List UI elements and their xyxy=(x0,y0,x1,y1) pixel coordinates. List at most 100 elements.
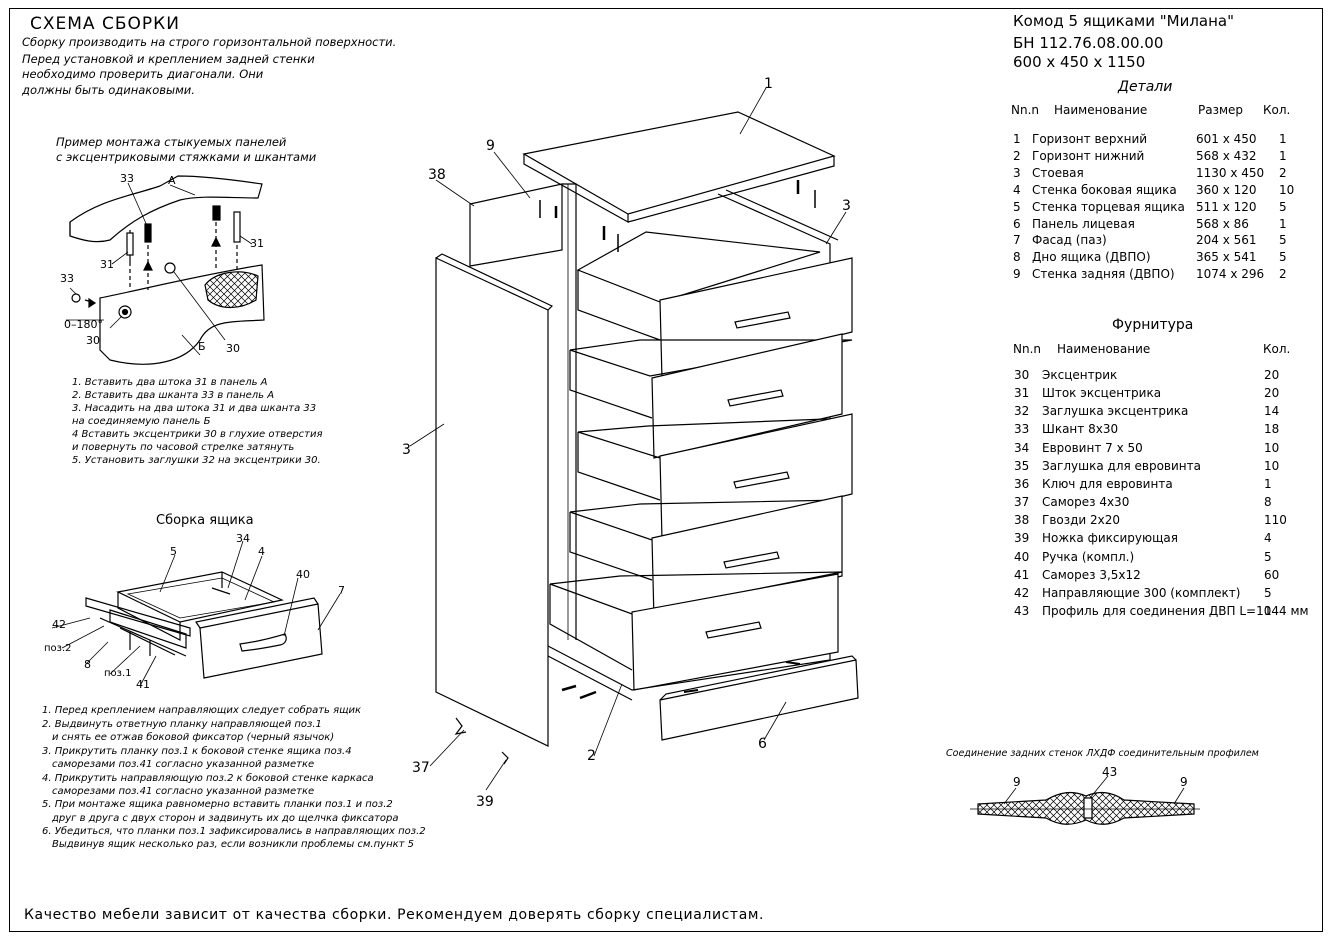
hardware-title: Фурнитура xyxy=(1112,317,1194,333)
label-9: 9 xyxy=(486,138,495,154)
details-cell: 7 xyxy=(1013,233,1021,248)
joint-label-left: 9 xyxy=(1013,775,1021,789)
label-drawer-4: 4 xyxy=(258,545,265,558)
hardware-cell: 40 xyxy=(1014,549,1030,564)
details-cell: 4 xyxy=(1013,182,1021,197)
panel-example-sketch xyxy=(66,175,265,365)
label-drawer-pos1: поз.1 xyxy=(104,668,132,679)
label-drawer-5: 5 xyxy=(170,545,177,558)
details-col-name: Наименование xyxy=(1054,103,1148,117)
details-cell: 1 xyxy=(1279,148,1287,163)
hardware-cell: 110 xyxy=(1264,513,1287,528)
label-33-top: 33 xyxy=(120,172,134,185)
details-col-qty: Кол. xyxy=(1263,103,1291,117)
details-cell: 568 x 432 xyxy=(1196,148,1257,163)
joint-label-right: 9 xyxy=(1180,775,1188,789)
hardware-cell: 38 xyxy=(1014,513,1030,528)
hardware-cell: 8 xyxy=(1264,495,1272,510)
details-cell: 2 xyxy=(1013,148,1021,163)
details-col-num: Nn.n xyxy=(1011,103,1040,117)
details-col-size: Размер xyxy=(1198,103,1244,117)
drawer-step: друг в друга с двух сторон и задвинуть и… xyxy=(52,813,399,824)
details-cell: 5 xyxy=(1279,250,1287,265)
hardware-cell: 39 xyxy=(1014,531,1030,546)
details-cell: Панель лицевая xyxy=(1032,216,1135,231)
drawer-step: саморезами поз.41 согласно указанной раз… xyxy=(52,786,315,797)
hardware-cell: 37 xyxy=(1014,495,1030,510)
label-30-right: 30 xyxy=(226,342,240,355)
hardware-cell: 32 xyxy=(1014,404,1030,419)
label-panel-a: А xyxy=(168,174,176,187)
details-cell: 511 x 120 xyxy=(1196,199,1257,214)
hardware-cell: 20 xyxy=(1264,386,1280,401)
hardware-cell: Заглушка для евровинта xyxy=(1042,458,1201,473)
details-cell: 3 xyxy=(1013,165,1021,180)
product-code: БН 112.76.08.00.00 xyxy=(1013,34,1164,52)
label-2: 2 xyxy=(587,748,596,764)
hardware-cell: 18 xyxy=(1264,422,1280,437)
drawers xyxy=(549,231,853,691)
label-6: 6 xyxy=(758,736,767,752)
label-drawer-42: 42 xyxy=(52,618,66,631)
details-cell: 365 x 541 xyxy=(1196,250,1257,265)
hardware-cell: Шток эксцентрика xyxy=(1042,386,1162,401)
details-title: Детали xyxy=(1118,79,1173,95)
label-drawer-7: 7 xyxy=(338,584,345,597)
label-angle: 0–180° xyxy=(64,318,103,331)
label-37: 37 xyxy=(412,760,430,776)
note-line-3: необходимо проверить диагонали. Они xyxy=(22,67,264,81)
panel-step: и повернуть по часовой стрелке затянуть xyxy=(72,442,295,453)
hardware-cell: 1 xyxy=(1264,603,1272,618)
hardware-cell: Шкант 8x30 xyxy=(1042,422,1119,437)
hardware-cell: 10 xyxy=(1264,440,1280,455)
cabinet-drawing xyxy=(409,87,859,791)
footer-note: Качество мебели зависит от качества сбор… xyxy=(24,907,765,923)
hardware-cell: 43 xyxy=(1014,603,1030,618)
hardware-cell: 30 xyxy=(1014,368,1030,382)
label-1: 1 xyxy=(764,76,773,92)
drawer-step: 2. Выдвинуть ответную планку направляюще… xyxy=(42,719,322,730)
details-cell: Стенка торцевая ящика xyxy=(1032,199,1185,214)
hardware-cell: 31 xyxy=(1014,386,1030,401)
drawer-step: 5. При монтаже ящика равномерно вставить… xyxy=(42,799,393,810)
hardware-cell: 60 xyxy=(1264,567,1280,582)
hardware-cell: Евровинт 7 x 50 xyxy=(1042,440,1143,455)
label-30-left: 30 xyxy=(86,334,100,347)
hardware-cell: 42 xyxy=(1014,585,1030,600)
panel-step: 1. Вставить два штока 31 в панель А xyxy=(72,377,268,388)
joint-caption: Соединение задних стенок ЛХДФ соединител… xyxy=(946,748,1259,759)
label-3-left: 3 xyxy=(402,442,411,458)
label-33-left: 33 xyxy=(60,272,74,285)
hardware-cell: Саморез 4x30 xyxy=(1042,495,1130,510)
hardware-cell: 5 xyxy=(1264,549,1272,564)
details-cell: 1130 x 450 xyxy=(1196,165,1265,180)
details-cell: Стенка боковая ящика xyxy=(1032,182,1177,197)
details-cell: Стенка задняя (ДВПО) xyxy=(1032,267,1175,282)
hardware-col-num: Nn.n xyxy=(1013,342,1042,356)
hardware-cell: 20 xyxy=(1264,368,1280,382)
label-panel-b: Б xyxy=(198,340,206,353)
scheme-title: СХЕМА СБОРКИ xyxy=(30,14,180,34)
joint-detail xyxy=(970,775,1200,825)
hardware-cell: Заглушка эксцентрика xyxy=(1042,404,1189,419)
panel-step: 5. Установить заглушки 32 на эксцентрики… xyxy=(72,455,321,466)
details-cell: 6 xyxy=(1013,216,1021,231)
label-31-left: 31 xyxy=(100,258,114,271)
hardware-cell: Саморез 3,5x12 xyxy=(1042,567,1141,582)
details-cell: Горизонт верхний xyxy=(1032,132,1148,146)
hardware-col-qty: Кол. xyxy=(1263,342,1291,356)
hardware-cell: 4 xyxy=(1264,531,1272,546)
details-cell: 601 x 450 xyxy=(1196,132,1257,146)
details-cell: 1 xyxy=(1279,132,1287,146)
label-drawer-pos2: поз.2 xyxy=(44,643,72,654)
label-drawer-34: 34 xyxy=(236,532,250,545)
hardware-col-name: Наименование xyxy=(1057,342,1151,356)
hardware-cell: 1 xyxy=(1264,476,1272,491)
details-cell: Стоевая xyxy=(1032,165,1084,180)
hardware-cell: 10 xyxy=(1264,458,1280,473)
drawer-step: и снять ее отжав боковой фиксатор (черны… xyxy=(52,732,335,743)
drawer-step: 1. Перед креплением направляющих следует… xyxy=(42,705,362,716)
hardware-cell: 35 xyxy=(1014,458,1030,473)
joint-label-center: 43 xyxy=(1102,765,1117,779)
hardware-cell: 33 xyxy=(1014,422,1030,437)
